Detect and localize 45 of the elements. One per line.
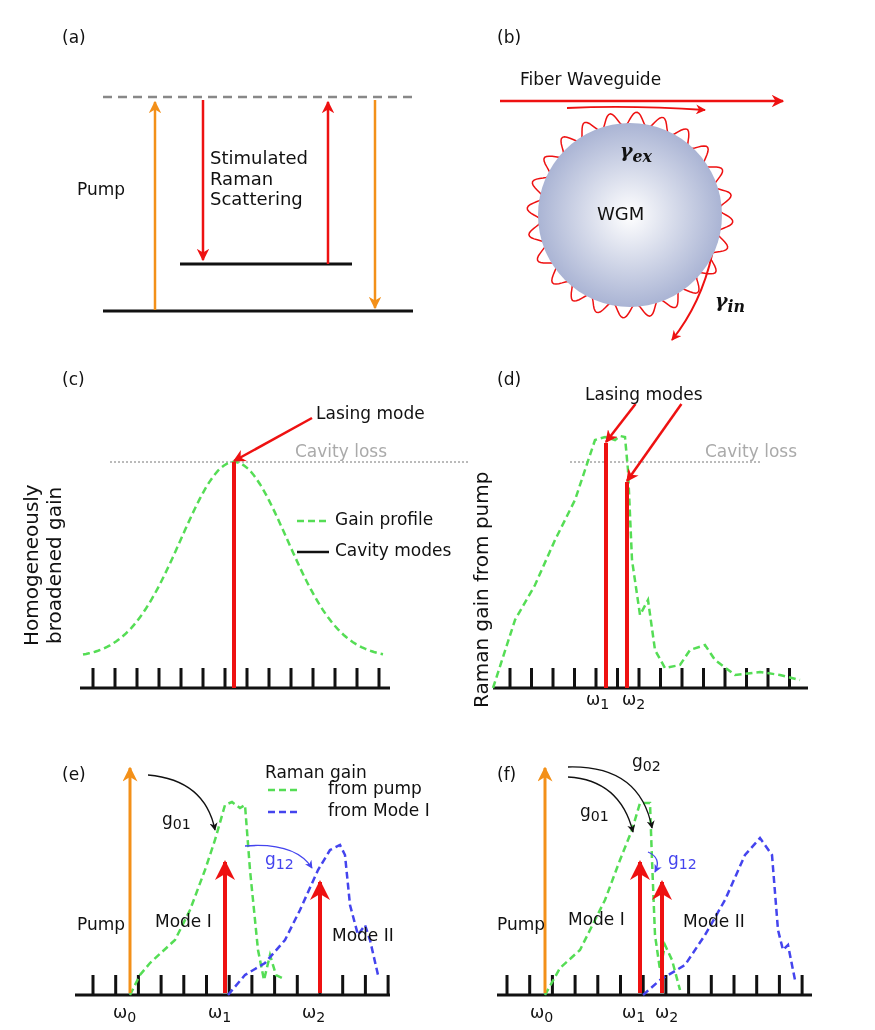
text-label: ω$_{1}$ xyxy=(586,690,610,713)
callout-text: Lasing modes xyxy=(585,384,703,404)
text-label: (b) xyxy=(497,28,522,48)
text-label: Pump xyxy=(77,180,126,200)
rate-label: γ$_{in}$ xyxy=(715,290,746,316)
text-label: ω$_{2}$ xyxy=(622,690,646,713)
callout-text: Lasing mode xyxy=(316,403,425,423)
multiline-label: Stimulated Raman Scattering xyxy=(210,148,309,211)
text-label: (a) xyxy=(62,28,86,48)
text-label: Mode I xyxy=(155,912,212,932)
text-label: ω$_{1}$ xyxy=(622,1003,646,1026)
text-label: (f) xyxy=(497,765,517,785)
axis-title: Homogeneously broadened gain xyxy=(20,483,66,648)
text-label: ω$_{1}$ xyxy=(208,1003,232,1026)
legend-label: Gain profile xyxy=(335,510,434,530)
axis-label: Cavity loss xyxy=(705,442,798,462)
leader-arrow xyxy=(625,403,683,482)
text-label: (c) xyxy=(62,370,85,390)
text-label: g$_{01}$ xyxy=(162,810,191,833)
axis-title: Raman gain from pump xyxy=(470,470,493,710)
text-label: Fiber Waveguide xyxy=(520,70,662,90)
leader-arrow xyxy=(605,403,637,443)
text-label: ω$_{2}$ xyxy=(655,1003,679,1026)
axis-label: Cavity loss xyxy=(295,442,388,462)
text-label: Pump xyxy=(77,915,126,935)
rate-label: γ$_{ex}$ xyxy=(620,140,653,166)
text-label: (e) xyxy=(62,765,86,785)
text-label: g$_{01}$ xyxy=(580,802,609,825)
legend-label: Cavity modes xyxy=(335,541,452,561)
text-label: ω$_{0}$ xyxy=(530,1003,554,1026)
leader-arrow xyxy=(232,416,313,463)
text-label: Pump xyxy=(497,915,546,935)
gain-label: g$_{12}$ xyxy=(668,850,697,873)
text-label: Mode II xyxy=(332,926,394,946)
text-label: ω$_{2}$ xyxy=(302,1003,326,1026)
gain-label: g$_{12}$ xyxy=(265,850,294,873)
legend-label: from pump xyxy=(328,779,422,799)
text-label: Mode I xyxy=(568,910,625,930)
node-label: WGM xyxy=(597,204,645,225)
legend-label: from Mode I xyxy=(328,801,430,821)
text-label: (d) xyxy=(497,370,522,390)
text-label: ω$_{0}$ xyxy=(113,1003,137,1026)
text-label: Mode II xyxy=(683,912,745,932)
legend-title: Raman gain xyxy=(265,763,367,782)
text-label: g$_{02}$ xyxy=(632,752,661,775)
